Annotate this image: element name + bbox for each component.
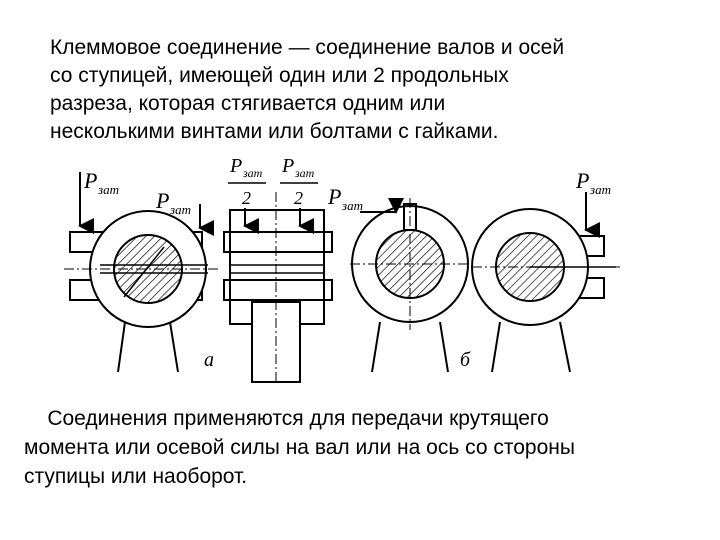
clamp-a-front-view bbox=[64, 172, 220, 373]
force-subscript: зат bbox=[341, 198, 363, 213]
force-symbol: P bbox=[575, 168, 589, 193]
force-subscript: зат bbox=[294, 166, 315, 180]
force-label-b-right: P зат bbox=[575, 168, 611, 197]
force-symbol: P bbox=[229, 155, 242, 177]
force-label-a-center: P зат bbox=[155, 188, 191, 217]
force-symbol: P bbox=[155, 188, 169, 213]
force-subscript: зат bbox=[169, 202, 191, 217]
force-subscript: зат bbox=[242, 166, 263, 180]
outro-line: Соединения применяются для передачи крут… bbox=[24, 407, 549, 430]
intro-line: Клеммовое соединение — соединение валов … bbox=[50, 36, 565, 59]
half-denominator: 2 bbox=[294, 188, 303, 208]
outro-paragraph: Соединения применяются для передачи крут… bbox=[24, 404, 704, 491]
outro-line: ступицы или наоборот. bbox=[24, 465, 248, 488]
intro-line: разреза, которая стягивается одним или bbox=[50, 92, 446, 115]
force-symbol: P bbox=[83, 168, 97, 193]
clamp-b-right-view bbox=[471, 192, 620, 373]
intro-line: со ступицей, имеющей один или 2 продольн… bbox=[50, 64, 509, 87]
force-label-half-left: P зат 2 bbox=[228, 155, 266, 208]
force-label-b-center: P зат bbox=[327, 184, 363, 213]
outro-line: момента или осевой силы на вал или на ос… bbox=[24, 436, 575, 459]
clamp-b-center-view bbox=[350, 198, 470, 373]
force-subscript: зат bbox=[589, 182, 611, 197]
figure-label-a: a bbox=[204, 349, 214, 371]
force-subscript: зат bbox=[97, 182, 119, 197]
figure-label-b: б bbox=[460, 349, 471, 371]
intro-paragraph: Клеммовое соединение — соединение валов … bbox=[50, 34, 670, 146]
clamp-a-side-view bbox=[223, 192, 333, 384]
half-denominator: 2 bbox=[242, 188, 251, 208]
clamp-joint-figure: P зат P зат P зат 2 P зат 2 P зат P зат … bbox=[60, 152, 640, 384]
force-symbol: P bbox=[281, 155, 294, 177]
intro-line: несколькими винтами или болтами с гайкам… bbox=[50, 120, 499, 143]
force-symbol: P bbox=[327, 184, 341, 209]
force-label-a-left: P зат bbox=[83, 168, 119, 197]
force-label-half-right: P зат 2 bbox=[280, 155, 318, 208]
